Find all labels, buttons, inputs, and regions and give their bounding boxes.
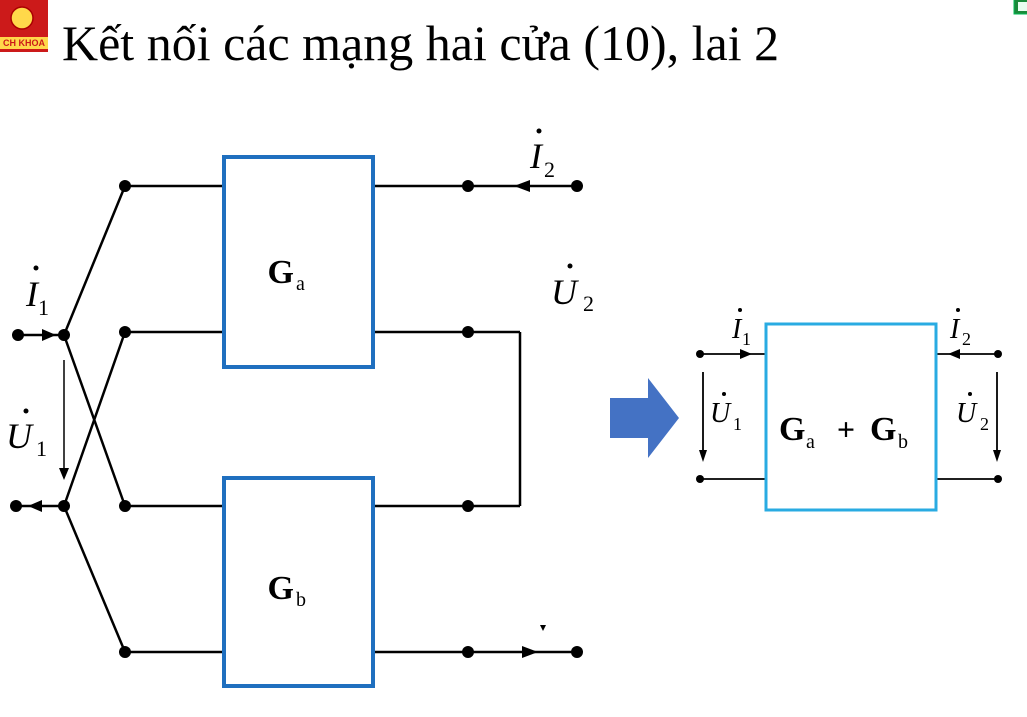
svg-text:2: 2	[962, 329, 971, 349]
arrow-down-icon	[993, 450, 1001, 462]
wire	[62, 505, 127, 653]
svg-text:1: 1	[36, 436, 47, 461]
page-title: Kết nối các mạng hai cửa (10), lai 2	[62, 15, 779, 71]
arrowheads-left	[28, 180, 546, 658]
svg-text:G: G	[779, 411, 805, 448]
right-circuit	[700, 353, 998, 480]
arrow-right-icon	[740, 349, 752, 359]
svg-text:U: U	[6, 416, 34, 456]
block-gb	[222, 476, 375, 688]
block-sum	[764, 322, 938, 512]
svg-text:2: 2	[980, 414, 989, 434]
block-gb-label: G	[268, 570, 294, 607]
right-dots-and-arrows	[696, 349, 1002, 483]
arrow-right-icon	[522, 646, 538, 658]
svg-text:I: I	[25, 274, 40, 314]
svg-text:I: I	[949, 314, 961, 345]
svg-text:I: I	[731, 314, 743, 345]
svg-text:G: G	[870, 411, 896, 448]
svg-text:U: U	[710, 398, 732, 429]
svg-text:a: a	[806, 431, 815, 453]
left-circuit	[20, 184, 577, 654]
label-i1-left: I 1	[25, 265, 49, 320]
arrow-right-icon	[42, 329, 56, 341]
label-u2-right: U 2	[956, 392, 989, 434]
svg-text:+: +	[837, 411, 855, 447]
university-logo: CH KHOA	[0, 0, 48, 52]
block-sum-label: G a + G b	[779, 411, 908, 453]
block-gb-sub: b	[296, 589, 306, 611]
svg-text:U: U	[956, 398, 978, 429]
logo-strip	[0, 37, 48, 49]
svg-text:2: 2	[544, 157, 555, 182]
block-ga	[222, 155, 375, 369]
logo-text: CH KHOA	[3, 38, 45, 48]
svg-text:U: U	[551, 272, 579, 312]
wire	[62, 185, 127, 336]
svg-text:b: b	[898, 431, 908, 453]
arrow-down-icon	[540, 625, 546, 631]
svg-text:1: 1	[733, 414, 742, 434]
junction-dots	[10, 180, 583, 658]
transform-arrow-icon	[610, 378, 679, 458]
block-ga-label: G	[268, 254, 294, 291]
arrow-down-icon	[59, 468, 69, 480]
label-u2-left: U 2	[551, 263, 594, 316]
svg-text:1: 1	[38, 295, 49, 320]
arrow-left-icon	[28, 500, 42, 512]
svg-text:I: I	[529, 136, 544, 176]
corner-nav-icon[interactable]	[1013, 0, 1027, 15]
arrow-left-icon	[948, 349, 960, 359]
wire	[62, 331, 127, 507]
arrow-left-icon	[514, 180, 530, 192]
label-u1-left: U 1	[6, 408, 47, 461]
label-u1-right: U 1	[710, 392, 742, 434]
label-i2-right: I 2	[949, 308, 971, 349]
label-i1-right: I 1	[731, 308, 751, 349]
svg-text:2: 2	[583, 291, 594, 316]
arrow-down-icon	[699, 450, 707, 462]
label-i2-left: I 2	[529, 128, 555, 182]
logo-emblem-icon	[10, 6, 34, 30]
svg-text:1: 1	[742, 329, 751, 349]
block-ga-sub: a	[296, 273, 305, 295]
